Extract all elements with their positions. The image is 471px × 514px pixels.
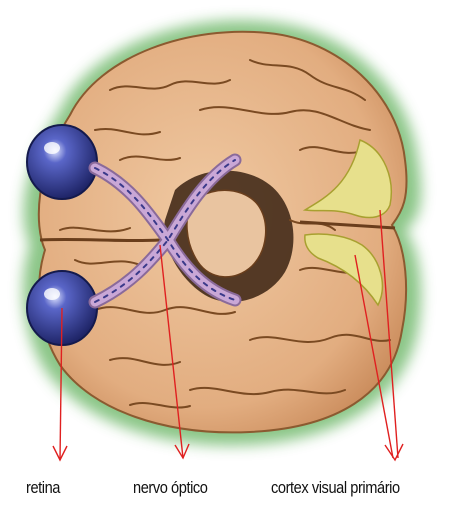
longitudinal-fissure <box>40 239 160 240</box>
label-retina: retina <box>26 478 60 498</box>
arrow-icon <box>385 444 403 460</box>
label-visual-cortex: cortex visual primário <box>271 478 400 498</box>
eye-icon <box>27 125 97 199</box>
label-optic-nerve: nervo óptico <box>133 478 207 498</box>
